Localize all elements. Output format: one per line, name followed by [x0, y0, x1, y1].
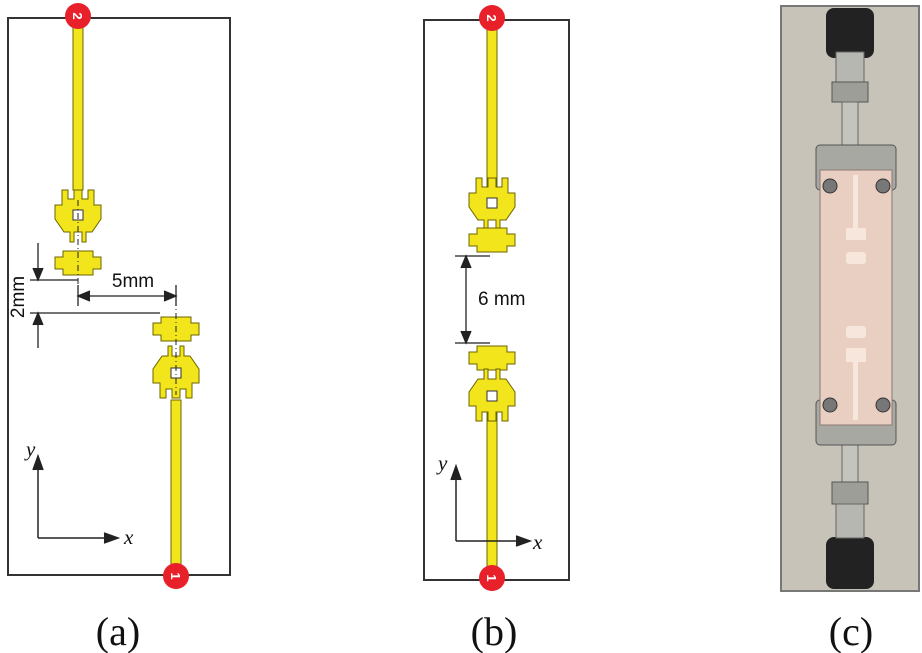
resonator-small-b2: [468, 345, 516, 371]
svg-text:2: 2: [484, 14, 499, 21]
dimension-6mm: [455, 254, 490, 345]
connector-bottom: [831, 441, 869, 539]
svg-text:1: 1: [168, 572, 183, 579]
cable-top: [826, 8, 874, 58]
y-axis-label-b: y: [436, 451, 448, 475]
feed-line-bottom-a: [170, 399, 182, 576]
svg-text:1: 1: [484, 574, 499, 581]
dimension-2mm: [30, 243, 160, 348]
panel-b: 6 mm y x 2 1 (b): [423, 5, 570, 653]
svg-text:2: 2: [70, 12, 85, 19]
axes-a: [32, 453, 121, 544]
x-axis-label-a: x: [123, 525, 134, 549]
axes-b: [450, 463, 533, 547]
board-resonator-3: [846, 326, 866, 338]
screw-icon: [875, 178, 891, 194]
screw-icon: [822, 178, 838, 194]
feed-line-bottom-b: [486, 407, 498, 581]
board-resonator-4: [846, 348, 866, 362]
screw-icon: [875, 397, 891, 413]
resonator-big-b2: [468, 368, 516, 422]
feed-line-top-a: [72, 17, 84, 191]
port-2-b: 2: [479, 5, 505, 31]
board-trace-top: [853, 175, 858, 235]
resonator-big-b1: [468, 177, 516, 231]
caption-b: (b): [471, 609, 518, 653]
panel-a: 2mm 5mm y x 2 1 (a): [7, 3, 231, 653]
cable-bottom: [826, 537, 874, 589]
screw-icon: [822, 397, 838, 413]
connector-top: [831, 51, 869, 149]
caption-c: (c): [829, 609, 873, 653]
panel-c-photo: (c): [780, 5, 920, 653]
x-axis-label-b: x: [532, 530, 543, 554]
feed-line-top-b: [486, 19, 498, 191]
board-resonator-2: [846, 252, 866, 264]
board-trace-bottom: [853, 360, 858, 420]
board-outline-a: [7, 17, 231, 576]
port-2-a: 2: [65, 3, 91, 29]
caption-a: (a): [96, 609, 140, 653]
dimension-label-2mm: 2mm: [8, 276, 29, 318]
board-resonator-1: [846, 228, 866, 240]
port-1-b: 1: [479, 565, 505, 591]
resonator-small-b1: [468, 227, 516, 253]
port-1-a: 1: [163, 563, 189, 589]
dimension-label-5mm: 5mm: [112, 271, 154, 292]
dimension-5mm: [76, 285, 178, 306]
dimension-label-6mm: 6 mm: [478, 289, 526, 310]
y-axis-label-a: y: [24, 437, 36, 461]
